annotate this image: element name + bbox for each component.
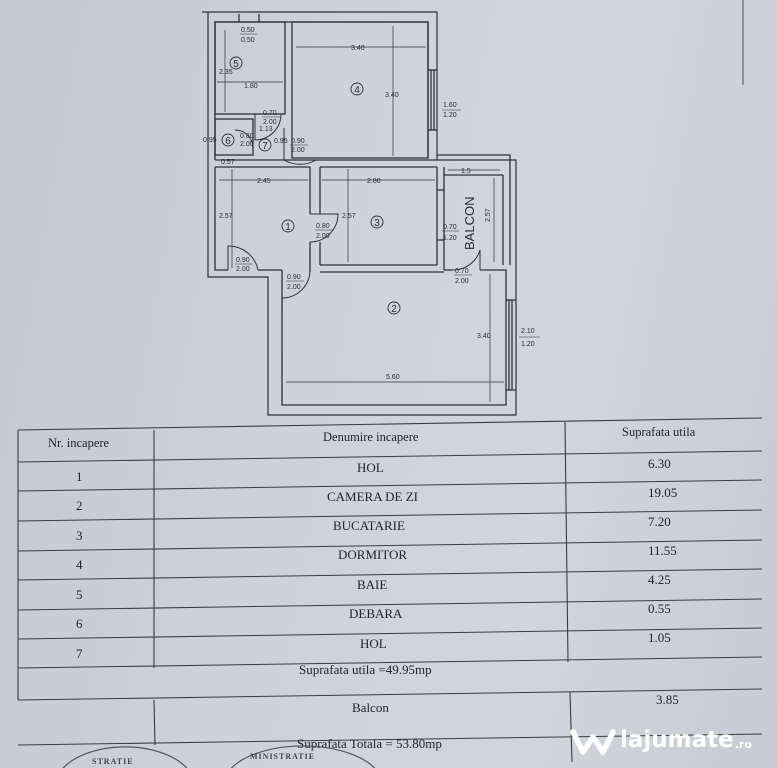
- lajumate-heart-icon: [570, 729, 616, 755]
- dim-win2-a: 2.10: [521, 328, 535, 335]
- row-5-area: 4.25: [648, 572, 671, 587]
- row-1-name: HOL: [357, 460, 384, 475]
- row-1-nr: 1: [76, 469, 83, 484]
- total-area: Suprafata Totala = 53.80mp: [297, 736, 442, 751]
- watermark-tld: .ro: [734, 737, 752, 751]
- stamp-outlines: [62, 745, 376, 768]
- dim-r5-w: 1.80: [244, 83, 258, 90]
- dim-1-13: 1.13: [259, 126, 273, 133]
- row-4-area: 11.55: [648, 543, 677, 558]
- dim-r1-w: 2.45: [257, 178, 271, 185]
- room-number-1: 1: [285, 222, 291, 233]
- row-6-nr: 6: [76, 616, 83, 631]
- dim-entry-a: 0.90: [236, 257, 250, 264]
- row-7-name: HOL: [360, 636, 387, 651]
- header-room-area: Suprafata utila: [622, 425, 696, 439]
- total-useful-area: Suprafata utila =49.95mp: [299, 662, 432, 677]
- dim-r4-w: 3.40: [351, 45, 365, 52]
- dim-door2-b: 2.00: [287, 284, 301, 291]
- balcony-row-name: Balcon: [352, 700, 389, 715]
- balcony-label: BALCON: [462, 197, 477, 250]
- row-2-area: 19.05: [648, 485, 678, 500]
- dim-door1-b: 2.00: [316, 233, 330, 240]
- dim-door5-b: 2.00: [263, 119, 277, 126]
- stamp-left-text: STRATIE: [92, 757, 134, 766]
- dim-win4-b: 1.20: [443, 112, 457, 119]
- dim-door3b-b: 1.20: [443, 235, 457, 242]
- row-6-name: DEBARA: [349, 606, 403, 621]
- row-1-area: 6.30: [648, 456, 671, 471]
- dim-r3-h: 2.57: [342, 213, 356, 220]
- row-2-name: CAMERA DE ZI: [327, 489, 418, 504]
- row-2-nr: 2: [76, 498, 83, 513]
- room-number-4: 4: [354, 85, 360, 96]
- row-7-nr: 7: [76, 646, 83, 661]
- row-5-name: BAIE: [357, 577, 388, 592]
- dim-door7-b: 2.00: [291, 147, 305, 154]
- watermark-brand: lajumate: [620, 727, 734, 753]
- row-3-area: 7.20: [648, 514, 671, 529]
- dim-r5-h: 2.35: [219, 69, 233, 76]
- paper-edge-line: [742, 0, 744, 85]
- dim-r2-h: 3.40: [477, 333, 491, 340]
- dim-doorbalc-a: 0.70: [455, 268, 469, 275]
- dim-0-57: 0.57: [221, 159, 235, 166]
- floor-plan: 5 4 6 7 1 3 2 BALCON 0.50 0.50 2.35 1.80…: [202, 11, 540, 416]
- balcony-row-area: 3.85: [656, 692, 679, 707]
- row-7-area: 1.05: [648, 630, 671, 645]
- row-5-nr: 5: [76, 587, 83, 602]
- room-number-7: 7: [262, 141, 268, 152]
- dim-win4-a: 1.60: [443, 102, 457, 109]
- dim-door3b-a: 0.70: [443, 224, 457, 231]
- row-4-nr: 4: [76, 557, 83, 572]
- dim-door6-a: 0.80: [240, 133, 254, 140]
- dim-0-95-b: 0.95: [274, 138, 288, 145]
- header-room-name: Denumire incapere: [323, 430, 419, 444]
- dim-door6-b: 2.00: [240, 141, 254, 148]
- dim-door7-a: 0.90: [291, 138, 305, 145]
- header-room-nr: Nr. incapere: [48, 436, 110, 450]
- room-number-2: 2: [391, 304, 397, 315]
- dim-r4-h: 3.40: [385, 92, 399, 99]
- dim-balc-w: 1.5: [461, 168, 471, 175]
- room-number-5: 5: [233, 59, 239, 70]
- dim-door1-a: 0.80: [316, 223, 330, 230]
- dim-0-95-a: 0.95: [203, 137, 217, 144]
- rooms-table-grid: [17, 417, 763, 763]
- room-number-3: 3: [374, 218, 380, 229]
- dim-door5-a: 0.70: [263, 110, 277, 117]
- row-4-name: DORMITOR: [338, 547, 408, 562]
- dim-r5-top2: 0.50: [241, 37, 255, 44]
- dim-door2-a: 0.90: [287, 274, 301, 281]
- dim-doorbalc-b: 2.00: [455, 278, 469, 285]
- dim-r5-top: 0.50: [241, 27, 255, 34]
- row-3-nr: 3: [76, 528, 83, 543]
- dim-balc-h: 2.57: [485, 208, 492, 222]
- dim-r1-h: 2.57: [219, 213, 233, 220]
- room-number-6: 6: [225, 136, 231, 147]
- lajumate-watermark: lajumate .ro: [570, 722, 752, 758]
- stamp-right-text: MINISTRATIE: [250, 752, 316, 761]
- row-6-area: 0.55: [648, 601, 671, 616]
- row-3-name: BUCATARIE: [333, 518, 405, 533]
- dim-entry-b: 2.00: [236, 266, 250, 273]
- dim-r2-w: 5.60: [386, 374, 400, 381]
- dim-win2-b: 1.20: [521, 341, 535, 348]
- dim-r3-w: 2.80: [367, 178, 381, 185]
